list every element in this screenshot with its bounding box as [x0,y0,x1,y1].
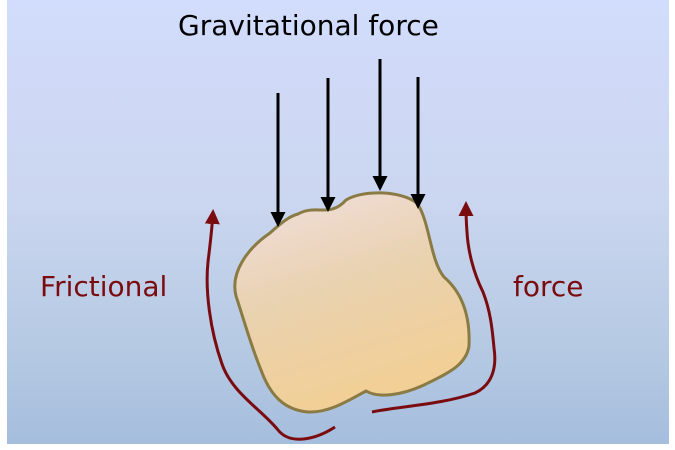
gravitational-force-label: Gravitational force [178,9,439,42]
frictional-label: Frictional [40,270,168,303]
object-blob [233,191,471,414]
force-label: force [513,270,584,303]
friction-arrow-right [371,201,497,414]
friction-arrow-left [204,209,336,441]
